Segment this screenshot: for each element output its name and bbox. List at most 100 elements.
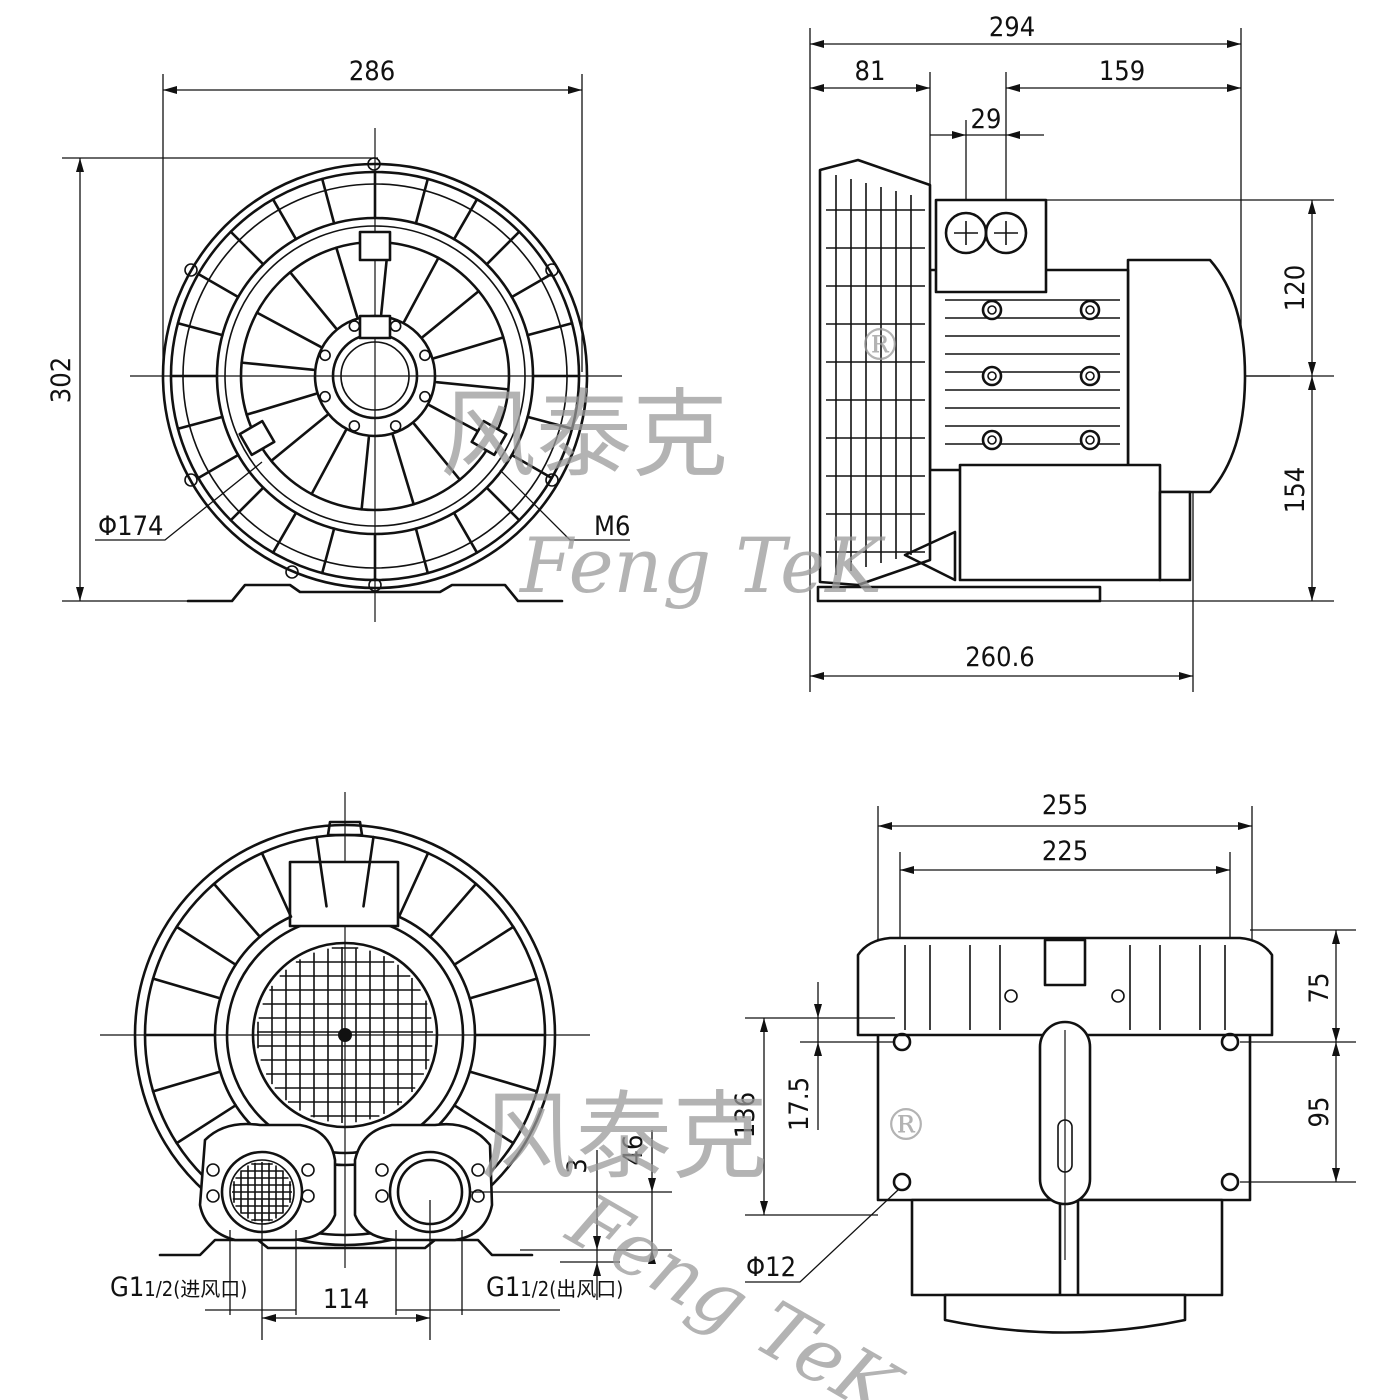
dim-bottom-75: 75 [1304,973,1335,1004]
fin-screw-center [987,435,997,445]
rear-view: 114 G11/2(进风口) G11/2(出风口) 3 46 [100,792,672,1340]
impeller-spoke [288,270,338,330]
housing-rib [453,925,515,967]
dim-bottom-hole: Φ12 [746,1252,796,1283]
dim-rear-outlet-sup: 1/2 [520,1277,549,1301]
dim-bottom-17-5: 17.5 [784,1077,815,1131]
dim-rear-114: 114 [323,1284,369,1315]
fin-screw-center [1085,371,1095,381]
housing-rib [510,272,553,299]
dim-bottom-225: 225 [1042,836,1088,867]
impeller-spoke [421,289,481,339]
dim-bottom-255: 255 [1042,790,1088,821]
housing-rib [414,177,430,225]
fin-screw [1079,429,1101,451]
housing-rib [271,198,298,241]
housing-rib [197,272,240,299]
bolt-hole [319,349,331,362]
housing-rib [175,925,237,967]
housing-rib [485,230,521,266]
dim-side-159: 159 [1099,56,1145,87]
impeller-spoke [335,246,359,318]
impeller-spoke [391,434,415,506]
housing-rib [452,198,479,241]
dim-side-base: 260.6 [965,642,1035,673]
housing-rib [320,527,336,575]
fin-screw [981,429,1003,451]
bolt-hole [348,320,361,332]
dim-side-120: 120 [1280,265,1311,311]
fin-screw-center [1085,435,1095,445]
housing-rib [510,453,553,480]
impeller-spoke [269,413,329,463]
dim-rear-46: 46 [618,1135,649,1166]
dim-front-width: 286 [349,56,395,87]
fin-screw [981,365,1003,387]
bolt-hole [419,390,431,403]
bolt-hole [419,349,431,362]
dim-rear-outlet-main: G1 [486,1272,520,1303]
dim-bottom-95: 95 [1304,1097,1335,1128]
dim-rear-inlet: G11/2(进风口) [110,1272,247,1303]
impeller-spoke [435,380,510,391]
housing-rib [151,977,222,1000]
dim-front-thread: M6 [594,511,630,542]
housing-rib [229,230,265,266]
dim-front-diameter: Φ174 [98,511,163,542]
dim-rear-inlet-sup: 1/2 [144,1277,173,1301]
housing-rib [176,321,224,337]
fin-screw [1079,365,1101,387]
impeller-spoke [255,311,322,348]
dim-rear-outlet-cn: (出风口) [549,1277,623,1301]
watermark-chinese-bottom: 风泰克 [480,1081,768,1193]
fin-screw-center [987,305,997,315]
housing-rib [362,835,375,908]
housing-rib [175,1103,237,1145]
housing-rib [414,527,430,575]
housing-rib [151,1070,222,1093]
housing-rib [526,415,574,431]
impeller-spoke [433,336,505,360]
bolt-hole [389,420,402,432]
housing-rib [260,851,293,919]
bolt-hole [389,320,402,332]
bottom-view: 255 225 75 95 136 17 [730,790,1356,1334]
dim-side-29: 29 [971,104,1002,135]
impeller-spoke [403,256,440,323]
fin-screw-center [987,371,997,381]
housing-rib [197,453,240,480]
dim-rear-3: 3 [562,1158,593,1173]
housing-rib [452,511,479,554]
housing-rib [397,851,430,919]
watermark-chinese-top: 风泰克 [440,379,728,491]
housing-rib [428,882,478,939]
dim-side-154: 154 [1280,467,1311,513]
bolt-hole [319,390,331,403]
impeller-spoke [240,361,315,372]
dim-side-total: 294 [989,12,1035,43]
housing-rib [526,321,574,337]
front-view: 286 302 Φ174 M6 [46,56,630,622]
impeller-spoke [310,429,347,496]
housing-rib [468,977,539,1000]
watermark-latin-top: Feng TeK [518,521,886,610]
fin-screw [1079,299,1101,321]
watermark-registered-top: ® [858,320,902,371]
dim-rear-outlet: G11/2(出风口) [486,1272,623,1303]
housing-rib [229,486,265,522]
housing-rib [320,177,336,225]
dim-side-81: 81 [855,56,886,87]
dim-rear-inlet-main: G1 [110,1272,144,1303]
impeller-spoke [245,392,317,416]
housing-rib [176,415,224,431]
side-view: 294 81 159 29 120 154 260.6 [809,12,1334,692]
dim-rear-inlet-cn: (进风口) [173,1277,247,1301]
housing-rib [212,882,262,939]
housing-rib [453,1103,515,1145]
dim-front-height: 302 [46,357,77,403]
watermark-registered-bottom: ® [884,1100,928,1151]
impeller-spoke [360,436,371,511]
housing-rib [271,511,298,554]
fin-screw [981,299,1003,321]
